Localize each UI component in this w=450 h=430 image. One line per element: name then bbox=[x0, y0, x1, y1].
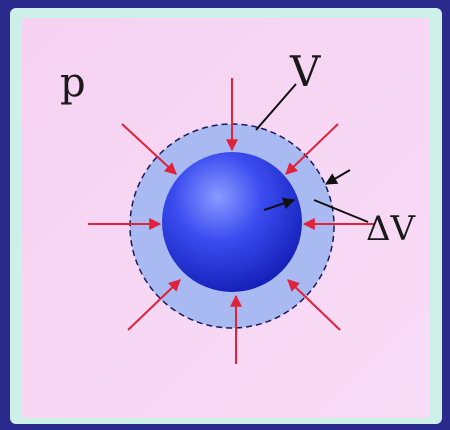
pressure-arrow-bottom-left bbox=[127, 279, 181, 331]
delta-v-outer-arrow bbox=[324, 169, 351, 185]
volume-leader-line bbox=[255, 83, 297, 131]
volume-label: V bbox=[289, 47, 321, 96]
volume-change-label: ΔV bbox=[366, 209, 417, 249]
delta-v-leader-line bbox=[313, 199, 369, 223]
pressure-arrows bbox=[88, 78, 374, 364]
compressed-sphere bbox=[162, 152, 302, 292]
pressure-arrow-bottom-right bbox=[287, 279, 341, 331]
pressure-arrow-top-right bbox=[285, 123, 339, 175]
pressure-arrow-top-left bbox=[121, 123, 177, 175]
pressure-label: p bbox=[60, 60, 86, 106]
delta-v-inner-arrow bbox=[263, 197, 296, 211]
